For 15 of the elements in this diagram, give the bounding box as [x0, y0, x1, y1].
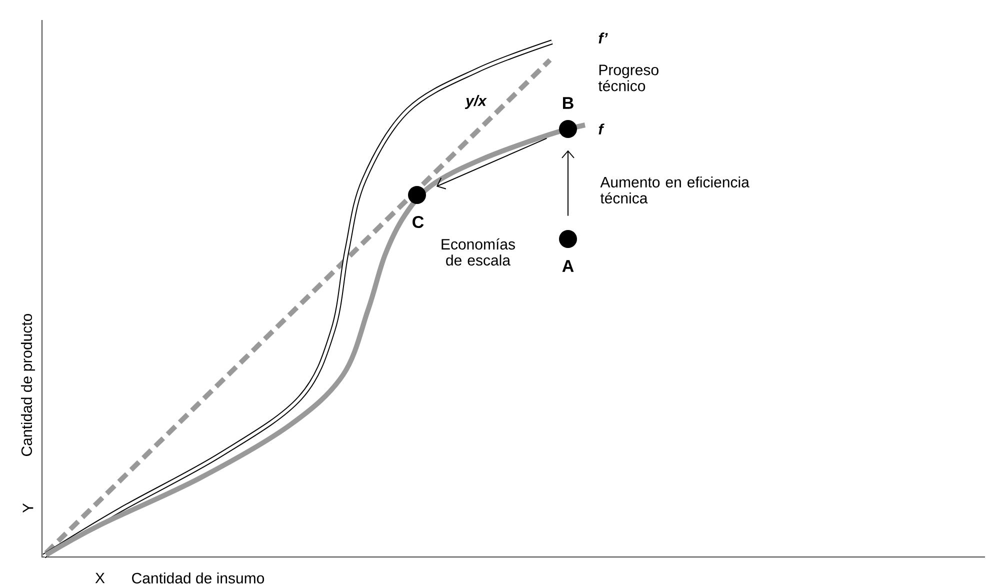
annotation: Progreso técnico [598, 64, 658, 92]
curve-label: f’ [598, 32, 608, 44]
axis-label: Cantidad de producto [21, 314, 35, 456]
point-label: B [563, 97, 574, 109]
curve-label: y/x [464, 95, 487, 109]
point-label: C [412, 216, 424, 228]
axis-label: Y [22, 503, 34, 513]
axis-label: X [95, 572, 105, 584]
arrow [562, 150, 574, 216]
annotation: Economías de escala [442, 238, 515, 266]
axis-label: Cantidad de insumo [132, 572, 264, 584]
point-label: A [562, 260, 574, 272]
arrow [436, 138, 548, 190]
curve-label: f [598, 124, 604, 134]
annotation: Aumento en eficiencia técnica [600, 176, 750, 204]
